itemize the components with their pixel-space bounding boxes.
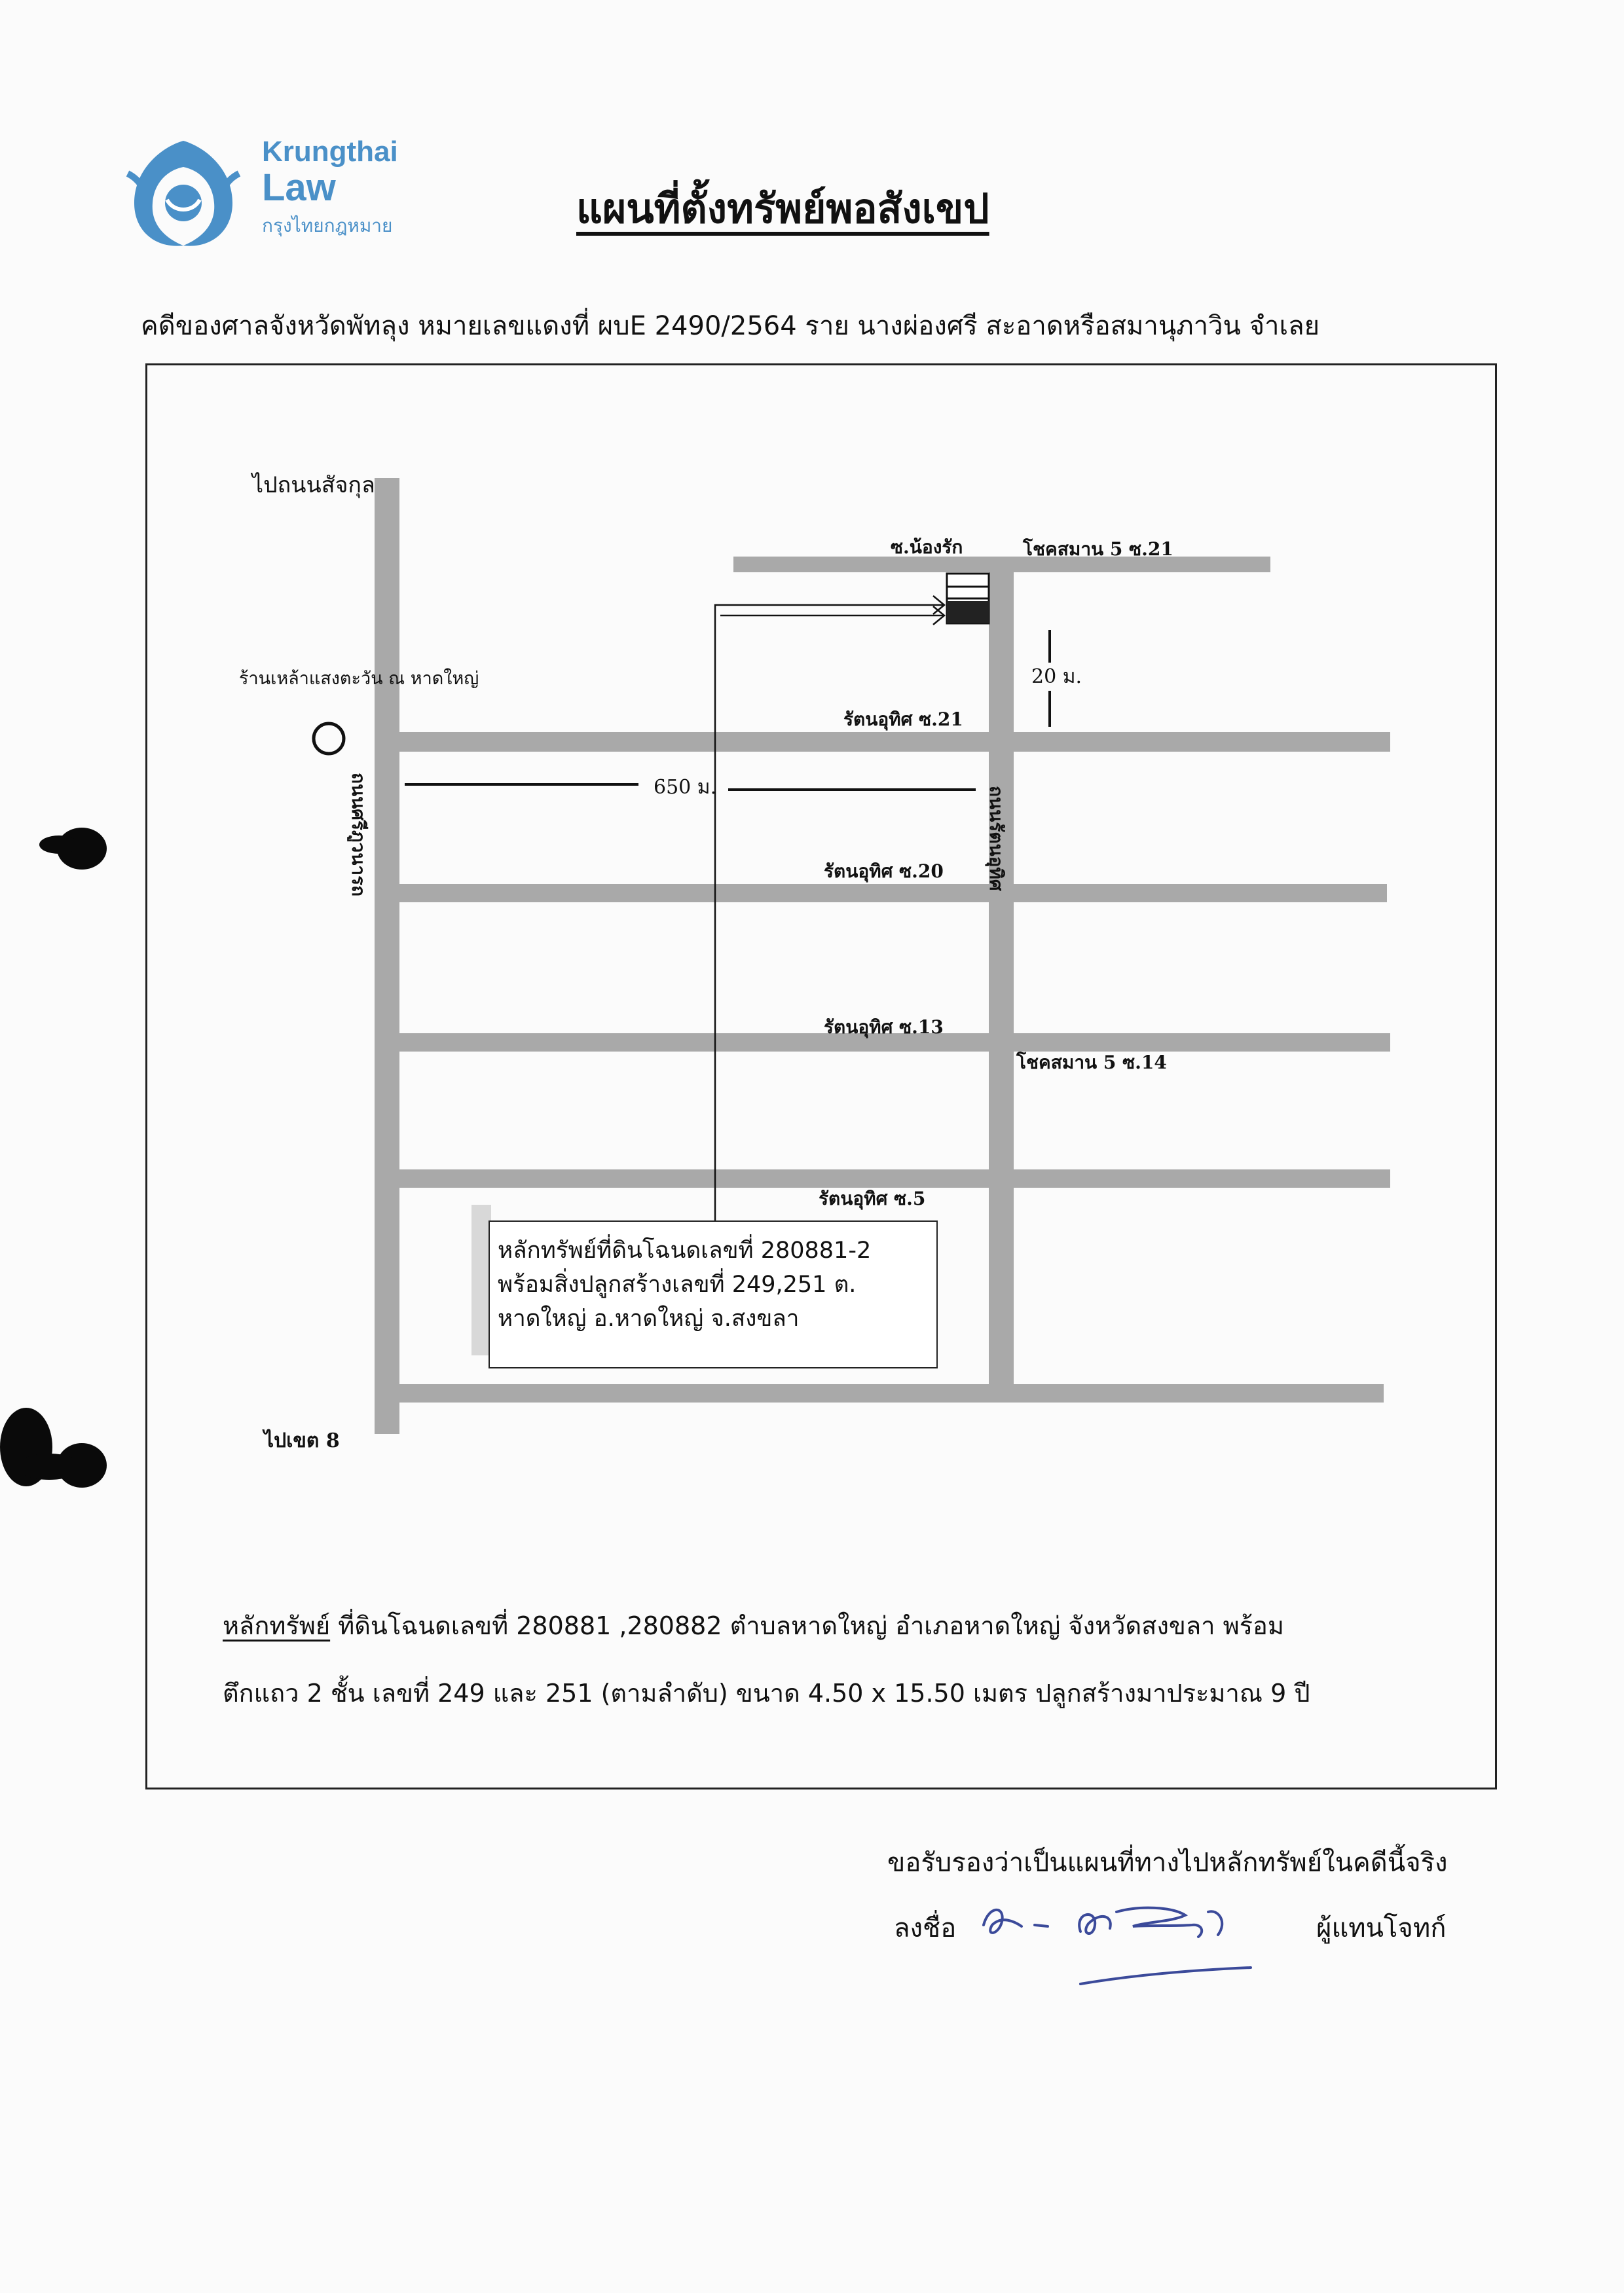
road-bottom bbox=[398, 1384, 1384, 1403]
label-chok-14: โชคสมาน 5 ซ.14 bbox=[1016, 1051, 1167, 1073]
label-rat-13: รัตนอุทิศ ซ.13 bbox=[824, 1016, 944, 1038]
label-left-road: ถนนศรีภูวนารถ bbox=[347, 773, 369, 896]
landmark-circle-icon bbox=[312, 722, 346, 756]
road-rat-13 bbox=[398, 1033, 1390, 1052]
label-chok-21: โชคสมาน 5 ซ.21 bbox=[1022, 538, 1173, 560]
garuda-logo-icon bbox=[126, 141, 241, 246]
shaded-lot bbox=[471, 1205, 491, 1355]
description-lead: หลักทรัพย์ bbox=[223, 1611, 331, 1640]
label-distance-650: 650 ม. bbox=[654, 776, 716, 799]
property-line-3: หาดใหญ่ อ.หาดใหญ่ จ.สงขลา bbox=[498, 1306, 800, 1332]
ink-blots bbox=[0, 828, 107, 1488]
label-rat-21: รัตนอุทิศ ซ.21 bbox=[843, 708, 963, 731]
label-rat-5: รัตนอุทิศ ซ.5 bbox=[819, 1188, 925, 1210]
description-line-1-text: ที่ดินโฉนดเลขที่ 280881 ,280882 ตำบลหาดใ… bbox=[330, 1611, 1284, 1640]
road-network bbox=[375, 478, 1390, 1434]
road-left-vertical bbox=[375, 478, 399, 1434]
property-line-1: หลักทรัพย์ที่ดินโฉนดเลขที่ 280881-2 bbox=[498, 1238, 872, 1264]
label-rat-20: รัตนอุทิศ ซ.20 bbox=[824, 860, 944, 883]
label-to-south: ไปเขต 8 bbox=[262, 1429, 340, 1452]
page-title: แผนที่ตั้งทรัพย์พอสังเขป bbox=[576, 185, 989, 232]
label-landmark: ร้านเหล้าแสงตะวัน ณ หาดใหญ่ bbox=[239, 668, 479, 689]
description-line-2: ตึกแถว 2 ชั้น เลขที่ 249 และ 251 (ตามลำด… bbox=[223, 1679, 1310, 1708]
signer-role: ผู้แทนโจทก์ bbox=[1316, 1913, 1447, 1943]
case-line: คดีของศาลจังหวัดพัทลุง หมายเลขแดงที่ ผบE… bbox=[141, 311, 1320, 341]
logo-text-thai: กรุงไทยกฎหมาย bbox=[262, 215, 393, 236]
logo-text-krungthai: Krungthai bbox=[262, 136, 398, 168]
label-right-road: ถนนรัตนอุทิศ bbox=[985, 786, 1007, 892]
road-rat-5 bbox=[398, 1169, 1390, 1188]
distance-marker-650 bbox=[405, 783, 976, 791]
sign-label: ลงชื่อ bbox=[894, 1913, 957, 1943]
label-to-north: ไปถนนสัจกุล bbox=[250, 472, 375, 498]
label-soi-top: ซ.น้องรัก bbox=[891, 536, 963, 558]
handwritten-signature bbox=[982, 1906, 1252, 1985]
road-rat-20 bbox=[398, 884, 1387, 902]
label-distance-20: 20 ม. bbox=[1031, 665, 1082, 688]
property-line-2: พร้อมสิ่งปลูกสร้างเลขที่ 249,251 ต. bbox=[498, 1272, 857, 1298]
map-frame bbox=[145, 363, 1497, 1789]
certification-text: ขอรับรองว่าเป็นแผนที่ทางไปหลักทรัพย์ในคด… bbox=[887, 1848, 1448, 1878]
building-marker bbox=[946, 572, 990, 625]
logo-text-law: Law bbox=[262, 166, 336, 209]
property-label-box: หลักทรัพย์ที่ดินโฉนดเลขที่ 280881-2 พร้อ… bbox=[489, 1220, 938, 1368]
description-line-1: หลักทรัพย์ ที่ดินโฉนดเลขที่ 280881 ,2808… bbox=[223, 1605, 1284, 1645]
road-soi-top bbox=[733, 557, 1270, 572]
pointer-lines bbox=[714, 595, 946, 1222]
road-right-vertical bbox=[989, 563, 1014, 1388]
krungthai-law-logo: Krungthai Law กรุงไทยกฎหมาย bbox=[121, 128, 422, 252]
road-rat-21 bbox=[398, 732, 1390, 752]
